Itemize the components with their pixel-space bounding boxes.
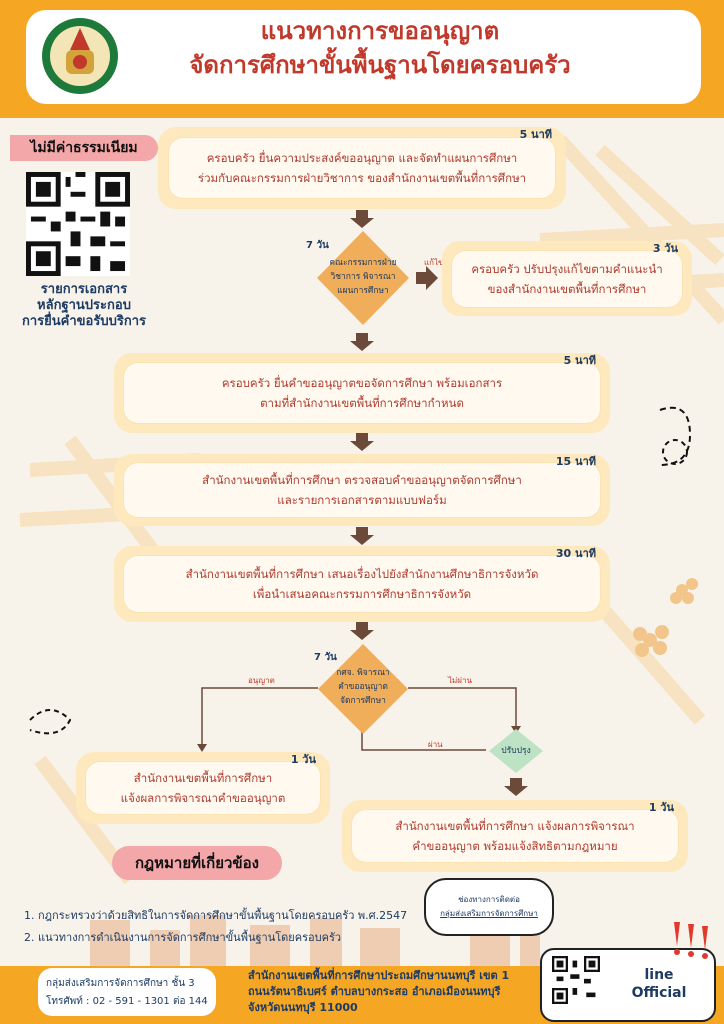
step-4-box: 30 นาที สำนักงานเขตพื้นที่การศึกษา เสนอเ… [114,546,610,622]
footer-group: กลุ่มส่งเสริมการจัดการศึกษา ชั้น 3 [46,978,195,989]
office-line: จังหวัดนนทบุรี 11000 [248,1001,358,1014]
decision-2-text: จัดการศึกษา [340,696,386,706]
branch-revise-label: แก้ไข [424,258,444,267]
law-item-1: 1. กฎกระทรวงว่าด้วยสิทธิในการจัดการศึกษา… [24,909,408,922]
decision-3-label: ปรับปรุง [501,746,531,756]
contact-bubble-text: กลุ่มส่งเสริมการจัดการศึกษา [440,909,538,918]
decision-2-text: คำขออนุญาต [338,682,388,692]
contact-bubble: ช่องทางการติดต่อ กลุ่มส่งเสริมการจัดการศ… [424,878,554,936]
step-rights-time: 1 วัน [648,801,674,814]
step-1-text: ร่วมกับคณะกรรมการฝ่ายวิชาการ ของสำนักงาน… [197,171,527,185]
decision-diamond-2 [318,644,408,734]
footer-office: สำนักงานเขตพื้นที่การศึกษาประถมศึกษานนทบ… [248,968,509,1016]
step-2-time: 5 นาที [563,354,596,367]
fee-badge: ไม่มีค่าธรรมเนียม [10,135,158,161]
step-2-box: 5 นาที ครอบครัว ยื่นคำขออนุญาตขอจัดการศึ… [114,353,610,433]
step-1-text: ครอบครัว ยื่นความประสงค์ขออนุญาต และจัดท… [206,151,518,165]
decision-1-text: วิชาการ พิจารณา [330,272,396,282]
qr-caption-line: การยื่นคำขอรับบริการ [22,314,146,329]
decision-2-text: กศจ. พิจารณา [336,668,390,678]
step-result-time: 1 วัน [290,753,316,766]
step-2-text: ครอบครัว ยื่นคำขออนุญาตขอจัดการศึกษา พร้… [221,376,503,390]
title-line-2: จัดการศึกษาขั้นพื้นฐานโดยครอบครัว [189,51,571,79]
step-1-time: 5 นาที [519,128,552,141]
decision-2-time: 7 วัน [314,652,337,663]
footer-phone: โทรศัพท์ : 02 - 591 - 1301 ต่อ 144 [46,996,208,1007]
step-result-text: สำนักงานเขตพื้นที่การศึกษา [133,771,273,785]
step-3-text: และรายการเอกสารตามแบบฟอร์ม [277,493,447,507]
step-rights-box: 1 วัน สำนักงานเขตพื้นที่การศึกษา แจ้งผลก… [342,800,688,872]
step-3-time: 15 นาที [555,455,596,468]
decision-diamond-1 [317,231,409,325]
step-4-time: 30 นาที [555,547,596,560]
line-label-text: Official [631,985,687,1001]
step-2-text: ตามที่สำนักงานเขตพื้นที่การศึกษากำหนด [260,396,464,410]
step-result-box: 1 วัน สำนักงานเขตพื้นที่การศึกษา แจ้งผลก… [76,752,330,824]
qr-caption: รายการเอกสาร หลักฐานประกอบ การยื่นคำขอรั… [0,282,168,330]
laws-title: กฎหมายที่เกี่ยวข้อง [112,846,282,880]
header-card [26,10,701,104]
branch-reject-label: ไม่ผ่าน [448,676,472,685]
obec-logo [42,18,118,94]
line-label-text: line [644,967,674,983]
step-result-text: แจ้งผลการพิจารณาคำขออนุญาต [120,791,286,805]
step-revise-text: ครอบครัว ปรับปรุงแก้ไขตามคำแนะนำ [471,261,663,276]
step-rights-text: คำขออนุญาต พร้อมแจ้งสิทธิตามกฎหมาย [412,839,618,853]
documents-qr-code[interactable] [26,172,130,276]
decision-1-label: คณะกรรมการฝ่าย วิชาการ พิจารณา แผนการศึก… [320,256,406,298]
decision-1-text: แผนการศึกษา [337,286,389,296]
contact-bubble-text: ช่องทางการติดต่อ [458,895,520,904]
step-4-text: เพื่อนำเสนอคณะกรรมการศึกษาธิการจังหวัด [252,587,472,601]
office-line: สำนักงานเขตพื้นที่การศึกษาประถมศึกษานนทบ… [248,969,510,982]
decision-1-text: คณะกรรมการฝ่าย [329,258,397,268]
law-item-2: 2. แนวทางการดำเนินงานการจัดการศึกษาขั้นพ… [24,931,342,944]
branch-approve-label: อนุญาต [248,676,275,685]
branch-pass-label: ผ่าน [428,740,443,749]
page-title: แนวทางการขออนุญาต จัดการศึกษาขั้นพื้นฐาน… [150,14,610,82]
decision-2-label: กศจ. พิจารณา คำขออนุญาต จัดการศึกษา [320,666,406,708]
decision-1-time: 7 วัน [306,240,329,251]
line-official-label[interactable]: line Official [624,966,694,1002]
exclamation-icon [674,922,708,959]
step-revise-time: 3 วัน [652,242,678,255]
line-qr-code[interactable] [552,956,600,1004]
qr-caption-line: รายการเอกสาร [40,282,128,297]
title-line-1: แนวทางการขออนุญาต [260,17,500,45]
step-3-text: สำนักงานเขตพื้นที่การศึกษา ตรวจสอบคำขออน… [202,473,522,487]
office-line: ถนนรัตนาธิเบศร์ ตำบลบางกระสอ อำเภอเมืองน… [248,985,501,998]
step-3-box: 15 นาที สำนักงานเขตพื้นที่การศึกษา ตรวจส… [114,454,610,526]
step-revise-text: ของสำนักงานเขตพื้นที่การศึกษา [487,281,647,296]
step-1-box: 5 นาที ครอบครัว ยื่นความประสงค์ขออนุญาต … [158,127,566,209]
decision-diamond-3 [489,729,543,773]
qr-caption-line: หลักฐานประกอบ [37,298,131,313]
contact-card [38,968,216,1016]
step-4-text: สำนักงานเขตพื้นที่การศึกษา เสนอเรื่องไปย… [185,567,539,581]
step-rights-text: สำนักงานเขตพื้นที่การศึกษา แจ้งผลการพิจา… [395,819,635,833]
step-revise-box: 3 วัน ครอบครัว ปรับปรุงแก้ไขตามคำแนะนำ ข… [442,241,692,316]
